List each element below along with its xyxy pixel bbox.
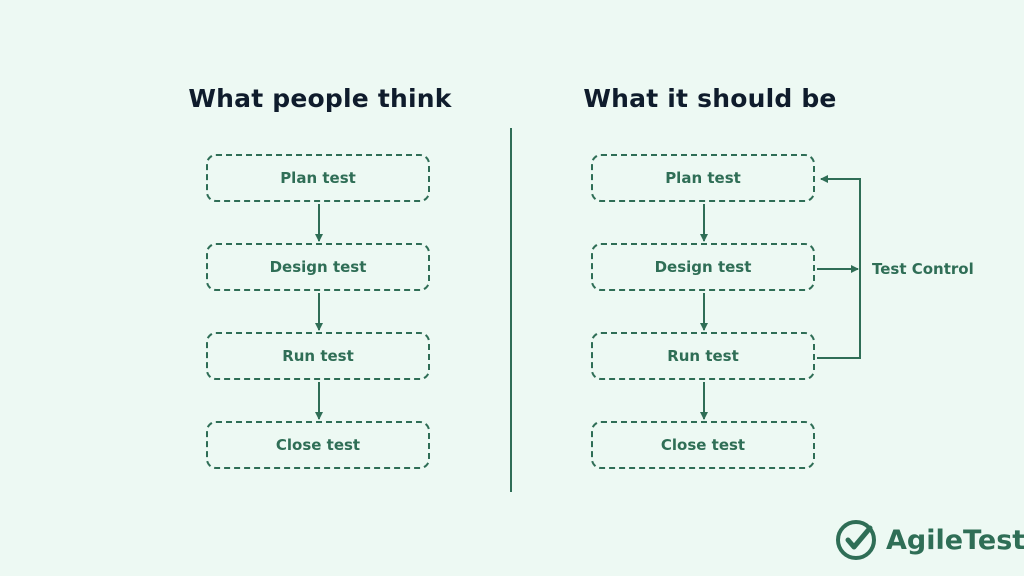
logo-text: AgileTest <box>886 524 1024 556</box>
left-step-run-test: Run test <box>206 332 430 380</box>
left-step-close-test: Close test <box>206 421 430 469</box>
left-step-design-test: Design test <box>206 243 430 291</box>
left-step-plan-test: Plan test <box>206 154 430 202</box>
right-step-run-test: Run test <box>591 332 815 380</box>
right-heading: What it should be <box>583 84 837 113</box>
column-divider <box>510 128 512 492</box>
check-circle-icon <box>836 520 876 560</box>
agiletest-logo: AgileTest <box>834 516 1024 564</box>
right-step-plan-test: Plan test <box>591 154 815 202</box>
control-loop-line <box>820 175 861 358</box>
left-heading: What people think <box>188 84 452 113</box>
control-arrow-from-run <box>817 347 861 359</box>
test-control-label: Test Control <box>872 260 974 278</box>
right-step-close-test: Close test <box>591 421 815 469</box>
right-step-design-test: Design test <box>591 243 815 291</box>
